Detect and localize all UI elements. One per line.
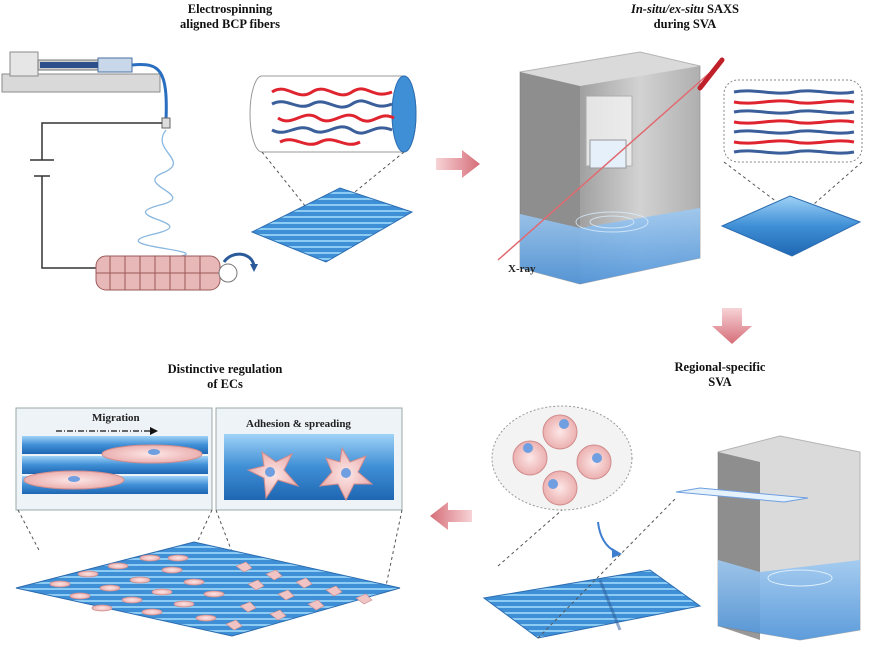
fiber-cylinder-zoom — [249, 75, 417, 153]
fiber-jet — [137, 129, 187, 259]
step1-title-line2: aligned BCP fibers — [179, 17, 280, 31]
saxs-chamber — [519, 51, 701, 285]
seeding-arrowhead-icon — [612, 548, 622, 558]
seeding-arrow-icon — [597, 521, 617, 553]
polymer-chains — [271, 87, 395, 146]
spread-cells-on-mat — [225, 561, 373, 631]
saxs-zoom-box — [723, 79, 863, 163]
migration-panel — [15, 407, 213, 511]
step2-title-rest: SAXS — [703, 2, 740, 16]
xray-source-icon — [697, 57, 725, 91]
adhesion-label: Adhesion & spreading — [246, 418, 351, 430]
step4-title-line2: of ECs — [207, 377, 243, 391]
migration-label: Migration — [92, 412, 140, 424]
sva-chamber — [675, 435, 861, 641]
wavy-fiber-mat — [720, 195, 862, 257]
cell-cluster-ellipse — [491, 405, 633, 511]
syringe-icon — [97, 57, 133, 73]
step4-title-line1: Distinctive regulation — [167, 362, 283, 376]
rotation-arrowhead-icon — [250, 264, 258, 272]
pump-block — [9, 51, 39, 77]
zoom-line — [497, 509, 563, 567]
circuit-wire — [30, 122, 162, 269]
step2-title-italic: In-situ/ex-situ — [630, 2, 704, 16]
flow-arrow-right — [436, 150, 480, 178]
fiber-sample-strip — [675, 487, 809, 503]
xray-label: X-ray — [508, 263, 536, 275]
step3-title-line2: SVA — [708, 375, 732, 389]
step3-title: Regional-specific SVA — [640, 360, 800, 390]
step4-title: Distinctive regulation of ECs — [130, 362, 320, 392]
electrospinning-setup — [1, 51, 258, 291]
step1-title-line1: Electrospinning — [187, 2, 273, 16]
flow-arrow-left — [430, 502, 472, 530]
ec-fiber-mat — [15, 541, 401, 637]
needle-icon — [161, 117, 171, 129]
zoom-line — [797, 161, 863, 219]
aligned-fiber-mat — [250, 187, 414, 263]
step2-title-line2: during SVA — [653, 17, 717, 31]
rotating-collector — [95, 255, 238, 291]
rotation-arrow-icon — [222, 252, 256, 267]
cells-on-mat — [49, 554, 225, 622]
step2-title: In-situ/ex-situ SAXS during SVA — [600, 2, 770, 32]
regional-fiber-mat — [482, 569, 702, 639]
step1-title: Electrospinning aligned BCP fibers — [150, 2, 310, 32]
plunger-icon — [40, 62, 98, 68]
migration-arrowhead-icon — [150, 427, 158, 435]
treatment-boundary — [598, 579, 622, 631]
xray-beam — [497, 61, 723, 261]
step2-title-line1: In-situ/ex-situ SAXS — [600, 2, 770, 17]
zoom-line — [537, 497, 677, 639]
feed-tube — [131, 62, 168, 121]
zoom-line — [215, 509, 233, 553]
flow-arrow-down — [712, 308, 752, 344]
step3-title-line1: Regional-specific — [674, 360, 766, 374]
pump-base — [1, 73, 161, 93]
adhesion-panel — [215, 407, 403, 511]
zoom-line — [385, 509, 403, 587]
zoom-line — [17, 509, 41, 553]
